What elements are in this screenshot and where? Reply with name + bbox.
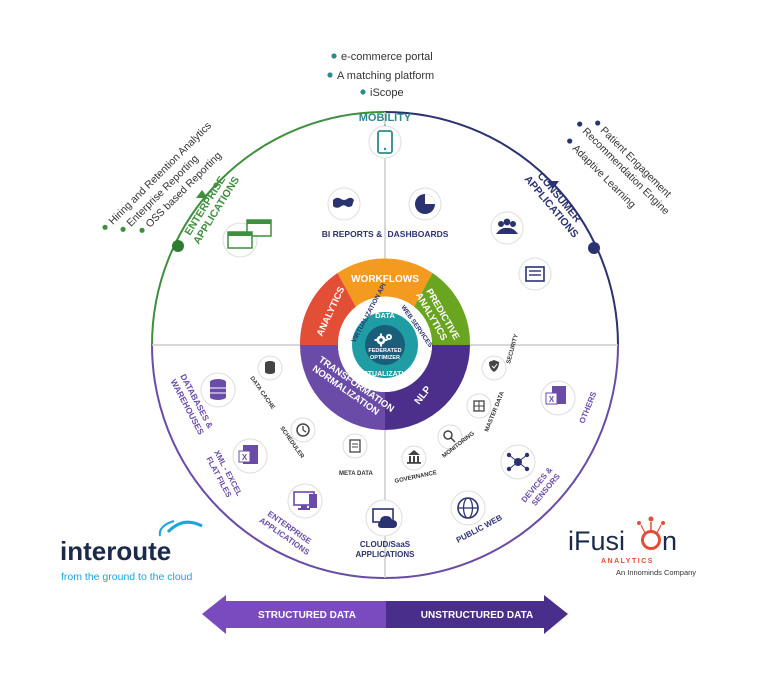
browser-windows-icon <box>222 219 272 258</box>
data-cache-label: DATA CACHE <box>248 376 275 411</box>
cloud-label-line2: APPLICATIONS <box>356 550 416 559</box>
dot-enterprise <box>172 240 184 252</box>
unstructured-data-label: UNSTRUCTURED DATA <box>421 610 533 621</box>
dot-consumer <box>588 242 600 254</box>
optimizer-circle <box>365 325 405 365</box>
data-type-arrow: STRUCTURED DATA UNSTRUCTURED DATA <box>202 595 568 634</box>
cloud-laptop-icon <box>365 499 403 537</box>
ifusion-company: An Innominds Company <box>616 568 696 577</box>
meta-data-label: META DATA <box>339 471 373 477</box>
file-x-icon: X <box>540 380 576 416</box>
unstructured-arrow <box>386 595 568 634</box>
bank-icon <box>401 445 427 471</box>
predictive-segment <box>414 273 471 345</box>
file-x-icon: X <box>232 438 268 474</box>
bi-reports-label: BI REPORTS & <box>322 229 382 239</box>
interoute-name: interoute <box>60 536 171 566</box>
transformation-segment <box>300 345 385 430</box>
federated-label: FEDERATED <box>368 348 401 354</box>
gear-icon <box>374 333 392 347</box>
mobility-label: MOBILITY <box>359 112 412 124</box>
governance-label: GOVERNANCE <box>394 470 437 485</box>
virtualization-label: VIRTUALIZATION <box>356 371 414 378</box>
database-icon <box>200 372 236 408</box>
map-icon <box>327 187 361 221</box>
grid-icon <box>466 393 492 419</box>
security-label: SECURITY <box>506 334 520 365</box>
ifusion-sub: ANALYTICS <box>601 558 654 565</box>
phone-icon <box>368 125 402 159</box>
devices-icon <box>500 444 536 480</box>
nlp-segment <box>385 345 470 430</box>
triangle-enterprise <box>196 190 208 198</box>
globe-icon <box>450 490 486 526</box>
document-icon <box>342 433 368 459</box>
interoute-tagline: from the ground to the cloud <box>61 571 192 583</box>
mobility-list: e-commerce portal A matching platform iS… <box>327 51 434 99</box>
shield-icon <box>481 355 507 381</box>
svg-text:X: X <box>242 453 248 462</box>
consumer-applications-label: CONSUMER APPLICATIONS <box>522 170 584 240</box>
ifusion-name-b: n <box>662 526 677 556</box>
others-label: OTHERS <box>578 390 599 425</box>
clock-icon <box>290 417 316 443</box>
newspaper-icon <box>518 257 552 291</box>
interoute-logo: interoute from the ground to the cloud <box>60 520 203 583</box>
data-label: DATA <box>375 311 395 320</box>
mobility-item: A matching platform <box>337 70 434 82</box>
optimizer-label: OPTIMIZER <box>370 355 400 361</box>
database-icon <box>257 355 283 381</box>
consumer-list: Patient Engagement <box>595 120 674 200</box>
structured-data-label: STRUCTURED DATA <box>258 610 356 621</box>
workflows-segment <box>337 258 433 307</box>
structured-arrow <box>202 595 386 634</box>
ifusion-name-a: iFusi <box>568 526 625 556</box>
svg-text:X: X <box>549 395 555 404</box>
cloud-label-line1: CLOUD/SaaS <box>360 540 411 549</box>
mobility-item: iScope <box>370 87 404 99</box>
users-icon <box>490 211 524 245</box>
triangle-consumer <box>547 181 559 189</box>
outer-arc-green <box>151 111 386 346</box>
workflows-label: WORKFLOWS <box>351 274 419 285</box>
pie-chart-icon <box>408 187 442 221</box>
dashboards-label: DASHBOARDS <box>388 229 449 239</box>
outer-arc-navy <box>384 111 619 346</box>
mobility-item: e-commerce portal <box>341 51 433 63</box>
analytics-segment <box>299 273 356 345</box>
ifusion-logo: iFusi n ANALYTICS An Innominds Company <box>568 516 696 577</box>
magnifier-icon <box>437 424 463 450</box>
desktop-icon <box>287 483 323 519</box>
